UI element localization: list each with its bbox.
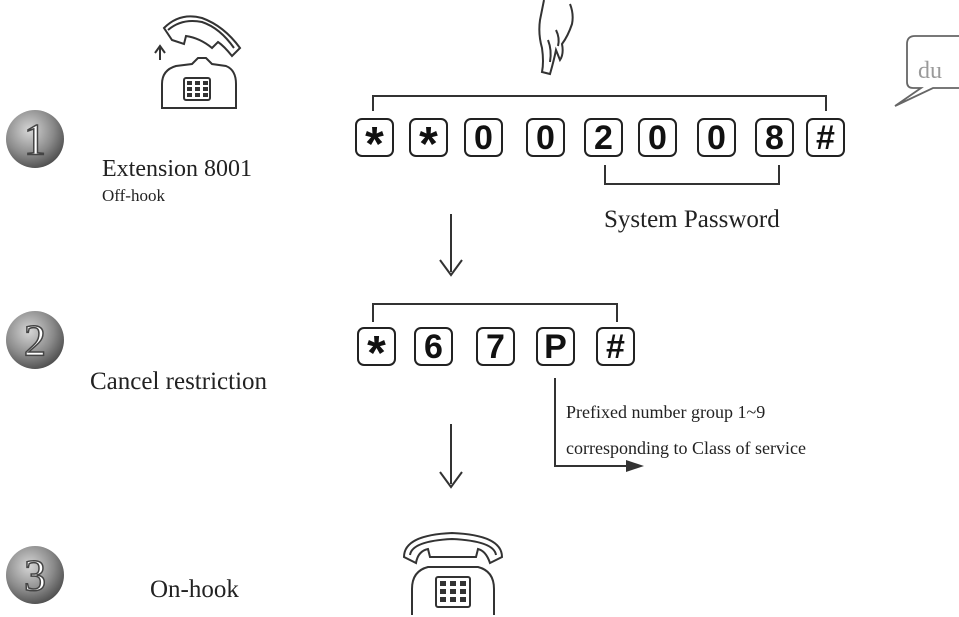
- key-0-a[interactable]: 0: [464, 118, 503, 157]
- key-8[interactable]: 8: [755, 118, 794, 157]
- phone-off-hook-icon: [154, 15, 242, 109]
- step-3-title: On-hook: [150, 576, 239, 603]
- step-1-title: Extension 8001: [102, 156, 252, 182]
- step-1-top-bracket: [372, 95, 827, 111]
- step-3-number: 3: [24, 551, 46, 600]
- key-0-b[interactable]: 0: [526, 118, 565, 157]
- down-arrow-icon-2: [439, 424, 463, 489]
- hand-pointing-icon: [538, 0, 574, 76]
- step-2-top-bracket: [372, 303, 618, 322]
- key-6[interactable]: 6: [414, 327, 453, 366]
- system-password-label: System Password: [604, 206, 780, 233]
- speech-bubble-icon: [894, 35, 959, 107]
- down-arrow-icon: [439, 214, 463, 277]
- key-0-c[interactable]: 0: [638, 118, 677, 157]
- step-1-subtitle: Off-hook: [102, 186, 165, 205]
- step-1-number: 1: [24, 115, 46, 164]
- key-7[interactable]: 7: [476, 327, 515, 366]
- p-note-line: [554, 378, 636, 467]
- step-2-circle: 2: [6, 311, 64, 369]
- step-2-number: 2: [24, 316, 46, 365]
- p-note-line-2: corresponding to Class of service: [566, 438, 806, 458]
- key-hash-2[interactable]: #: [596, 327, 635, 366]
- key-0-d[interactable]: 0: [697, 118, 736, 157]
- key-p[interactable]: P: [536, 327, 575, 366]
- speech-bubble-text: du: [918, 58, 942, 84]
- key-2[interactable]: 2: [584, 118, 623, 157]
- phone-on-hook-icon: [402, 531, 504, 615]
- p-note-arrowhead: [626, 460, 644, 472]
- step-2-title: Cancel restriction: [90, 368, 268, 395]
- step-3-circle: 3: [6, 546, 64, 604]
- p-note-line-1: Prefixed number group 1~9: [566, 402, 766, 422]
- key-star-2[interactable]: *: [409, 118, 448, 168]
- key-star-1[interactable]: *: [355, 118, 394, 168]
- key-hash-1[interactable]: #: [806, 118, 845, 157]
- step-1-circle: 1: [6, 110, 64, 168]
- password-bracket: [604, 165, 780, 185]
- key-star-3[interactable]: *: [357, 327, 396, 377]
